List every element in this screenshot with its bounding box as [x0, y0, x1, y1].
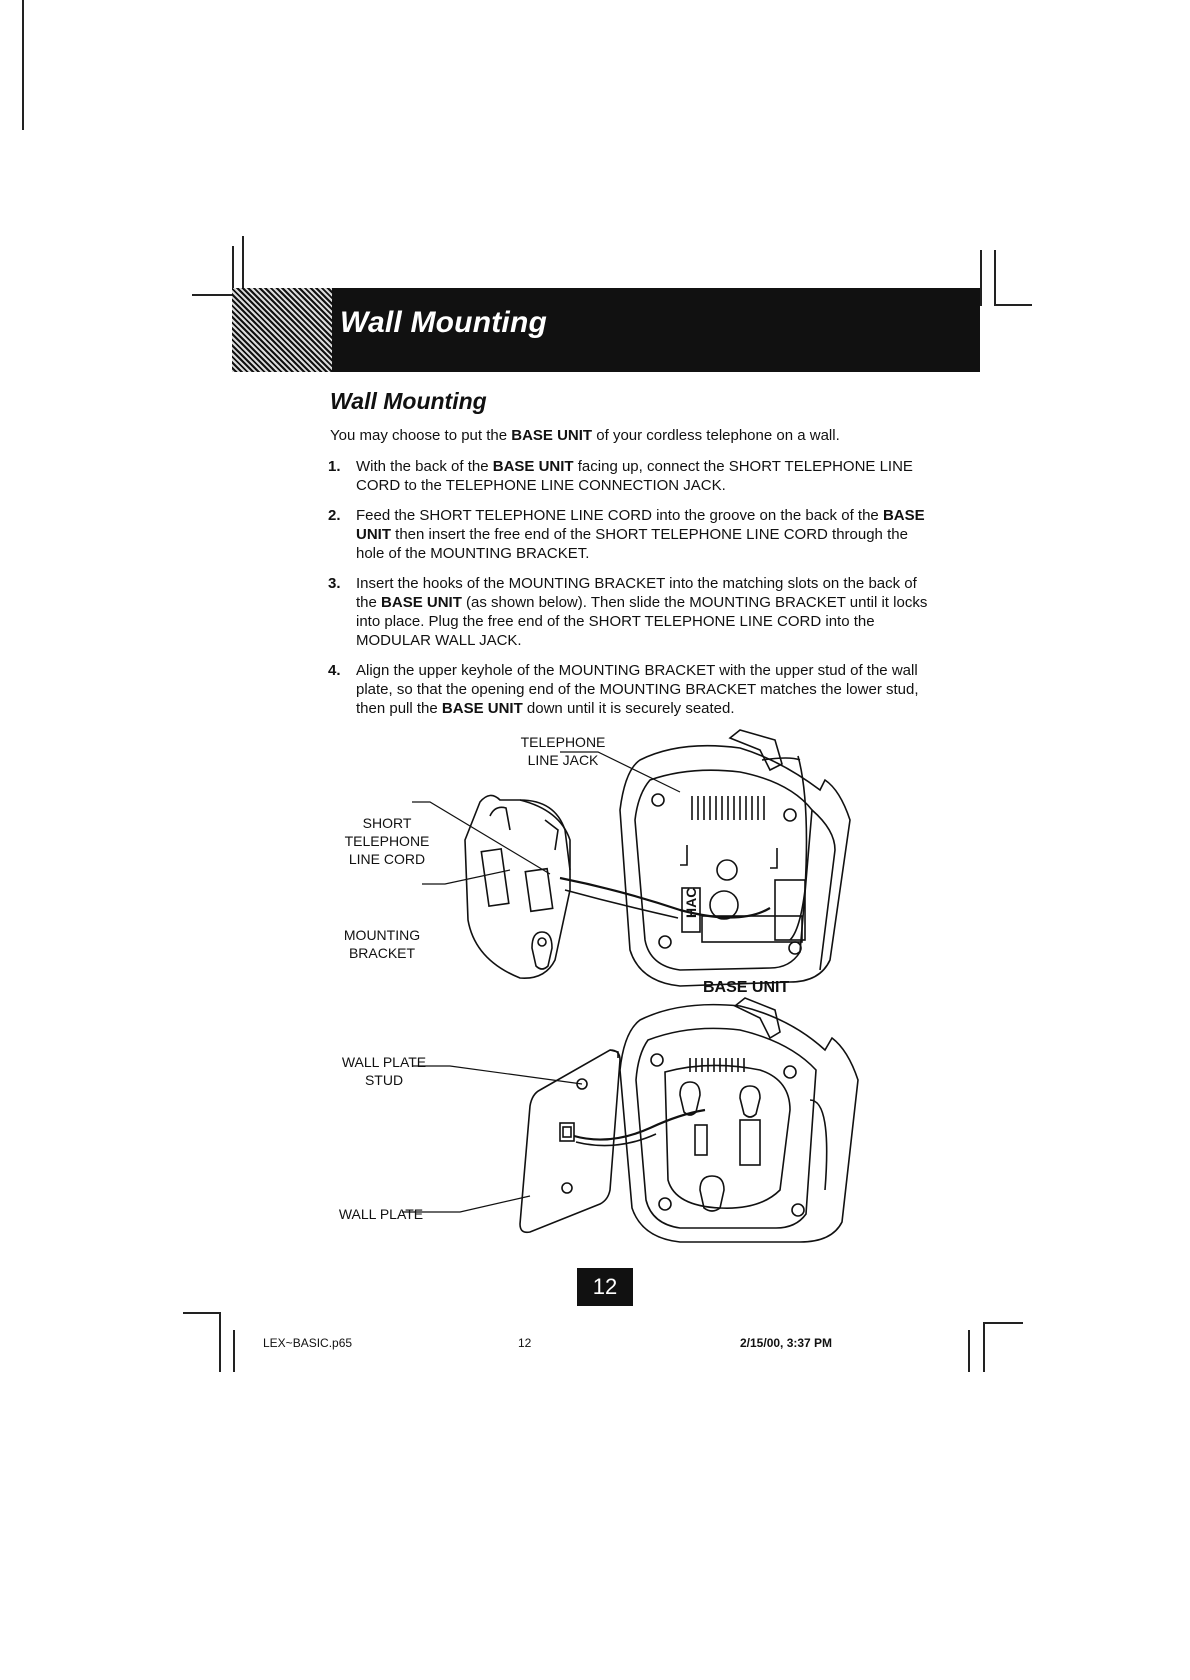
step-number: 4. [328, 662, 341, 679]
section-title: Wall Mounting [330, 388, 487, 414]
step-item: 4. Align the upper keyhole of the MOUNTI… [328, 662, 919, 717]
crop-mark [232, 246, 234, 296]
page-number-badge: 12 [577, 1268, 633, 1306]
base-unit-back-drawing [619, 729, 851, 987]
crop-mark [994, 250, 996, 306]
header-bar: Wall Mounting [232, 288, 980, 372]
step-item: 1. With the back of the BASE UNIT facing… [328, 458, 913, 494]
crop-mark [233, 1330, 235, 1372]
step-number: 3. [328, 575, 341, 592]
footer-date: 2/15/00, 3:37 PM [740, 1336, 833, 1350]
hac-logo: HAC [683, 888, 699, 918]
label-base-unit: BASE UNIT [703, 979, 790, 996]
header-decoration [232, 288, 332, 372]
wall-plate-drawing [519, 1049, 706, 1234]
intro-text: You may choose to put the BASE UNIT of y… [330, 427, 840, 444]
step-item: 2. Feed the SHORT TELEPHONE LINE CORD in… [328, 507, 925, 562]
step-list: 1. With the back of the BASE UNIT facing… [328, 457, 938, 729]
mounting-bracket-drawing [464, 794, 571, 979]
crop-mark [22, 0, 24, 130]
crop-mark [983, 1322, 985, 1372]
label-wall-plate: WALL PLATE [338, 1206, 424, 1222]
footer-page: 12 [518, 1336, 532, 1350]
step-number: 2. [328, 507, 341, 524]
crop-mark [980, 250, 982, 306]
crop-mark [968, 1330, 970, 1372]
mounting-illustration: HAC [402, 729, 859, 1243]
crop-mark [219, 1312, 221, 1372]
crop-mark [242, 236, 244, 296]
crop-mark [994, 304, 1032, 306]
footer-filename: LEX~BASIC.p65 [263, 1336, 353, 1350]
crop-mark [183, 1312, 221, 1314]
crop-mark [192, 294, 244, 296]
header-title: Wall Mounting [340, 306, 548, 339]
step-item: 3. Insert the hooks of the MOUNTING BRAC… [328, 575, 928, 649]
base-unit-mounted-drawing [619, 997, 859, 1243]
crop-mark [983, 1322, 1023, 1324]
step-number: 1. [328, 458, 341, 475]
